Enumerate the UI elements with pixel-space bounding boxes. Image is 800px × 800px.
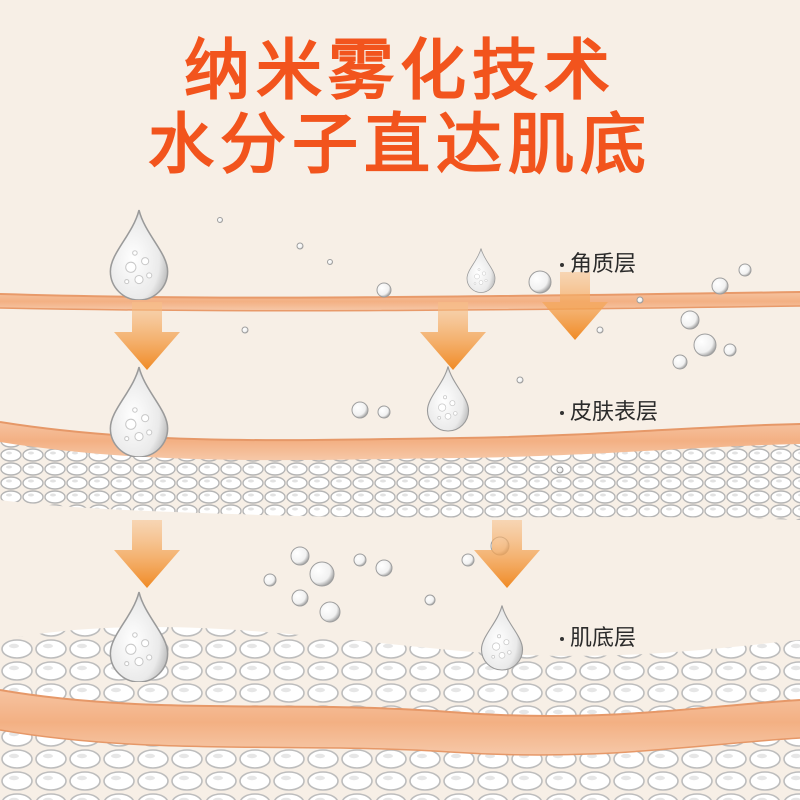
layer-label-text: 皮肤表层 (570, 400, 659, 425)
down-arrow-icon (114, 520, 180, 588)
bubble-icon (263, 573, 277, 587)
bubble-icon (291, 589, 309, 607)
title-line-2: 水分子直达肌底 (148, 106, 652, 183)
water-drop-icon (466, 248, 496, 293)
layer-label-epidermis: 皮肤表层 (560, 394, 658, 426)
bubble-icon (290, 546, 310, 566)
bubble-icon (693, 333, 717, 357)
bubble-icon (309, 561, 335, 587)
bubble-icon (738, 263, 752, 277)
stratum-corneum-layer (0, 291, 800, 312)
bubble-icon (556, 466, 564, 474)
bubble-icon (672, 354, 688, 370)
bubble-icon (217, 217, 223, 223)
bubble-icon (319, 601, 341, 623)
bubble-icon (516, 376, 524, 384)
bubble-icon (241, 326, 249, 334)
dermis-layer (0, 627, 800, 800)
water-drop-icon (426, 365, 470, 432)
water-drop-icon (109, 366, 169, 457)
bubble-icon (296, 242, 304, 250)
down-arrow-icon (114, 302, 180, 370)
bubble-icon (375, 559, 393, 577)
water-drop-icon (109, 209, 169, 300)
down-arrow-icon (474, 520, 540, 588)
down-arrow-icon (420, 302, 486, 370)
bubble-icon (327, 259, 333, 265)
bullet-dot (560, 637, 564, 641)
bubble-icon (377, 405, 391, 419)
bubble-icon (461, 553, 475, 567)
water-drop-icon (480, 604, 524, 671)
bullet-dot (560, 411, 564, 415)
bubble-icon (351, 401, 369, 419)
layer-label-text: 肌底层 (570, 626, 637, 651)
bubble-icon (596, 326, 604, 334)
bubble-icon (353, 553, 367, 567)
layer-label-text: 角质层 (570, 252, 637, 277)
bubble-icon (376, 282, 392, 298)
bubble-icon (528, 270, 552, 294)
bubble-icon (636, 296, 644, 304)
title-line-1: 纳米雾化技术 (184, 32, 616, 109)
bullet-dot (560, 263, 564, 267)
bubble-icon (723, 343, 737, 357)
bubble-icon (711, 277, 729, 295)
bubble-icon (424, 594, 436, 606)
bubble-cluster (217, 217, 752, 623)
layer-label-stratum-corneum: 角质层 (560, 246, 636, 278)
bubble-icon (680, 310, 700, 330)
layer-label-dermis: 肌底层 (560, 620, 636, 652)
water-drop-icon (109, 591, 169, 682)
